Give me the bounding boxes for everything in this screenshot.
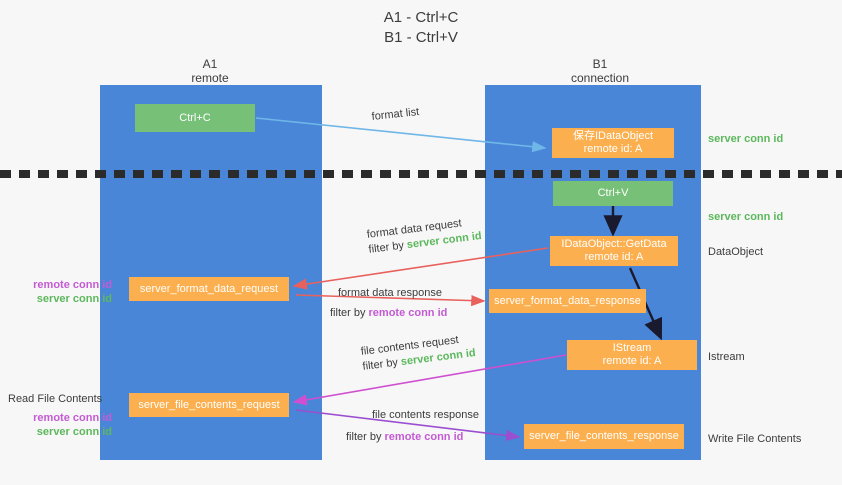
filter-prefix: filter by — [361, 356, 402, 373]
box-keep-idataobject[interactable]: 保存IDataObject remote id: A — [552, 128, 674, 158]
annotation-istream: Istream — [708, 351, 745, 363]
edge-label-format-list-text: format list — [371, 106, 420, 123]
edge-label-file-contents-response-text: file contents response — [372, 409, 480, 421]
box-ctrl-c-label: Ctrl+C — [179, 111, 211, 124]
box-getdata-line1: IDataObject::GetData — [561, 238, 667, 250]
edge-label-file-contents-request: file contents request filter by server c… — [360, 331, 477, 375]
box-keep-idataobject-line2: remote id: A — [583, 143, 643, 155]
box-server-format-data-response-label: server_format_data_response — [494, 294, 641, 307]
edge-label-file-contents-response: file contents response filter by remote … — [346, 408, 480, 445]
title-line-1: A1 - Ctrl+C — [383, 9, 459, 26]
box-ctrl-v[interactable]: Ctrl+V — [553, 181, 673, 206]
edge-label-format-data-response-text: format data response — [338, 287, 442, 299]
box-server-format-data-response[interactable]: server_format_data_response — [489, 289, 646, 313]
box-istream-line2: remote id: A — [602, 355, 662, 367]
edge-label-format-data-request: format data request filter by server con… — [366, 214, 483, 258]
box-getdata-line2: remote id: A — [584, 251, 644, 263]
edge-label-format-data-response-filter: filter by remote conn id — [330, 306, 447, 321]
edge-label-format-data-response: format data response filter by remote co… — [330, 286, 447, 321]
box-istream[interactable]: IStream remote id: A — [567, 340, 697, 370]
box-istream-line1: IStream — [612, 342, 652, 354]
lane-a1-name: A1 — [202, 57, 218, 71]
lane-b1-name: B1 — [592, 57, 608, 71]
filter-prefix: filter by — [330, 307, 369, 319]
annotation-remote-conn-id-2: remote conn id — [33, 412, 112, 424]
box-server-format-data-request-label: server_format_data_request — [139, 282, 279, 295]
lane-header-a1: A1 remote — [130, 57, 290, 85]
lane-b1-sub: connection — [570, 71, 630, 85]
box-server-file-contents-request[interactable]: server_file_contents_request — [129, 393, 289, 417]
edge-label-file-contents-response-filter: filter by remote conn id — [346, 430, 479, 445]
annotation-server-conn-id-top: server conn id — [708, 133, 784, 145]
annotation-left-conn-ids-2: remote conn id server conn id — [8, 411, 112, 439]
box-idataobject-getdata[interactable]: IDataObject::GetData remote id: A — [550, 236, 678, 266]
box-server-format-data-request[interactable]: server_format_data_request — [129, 277, 289, 301]
filter-remote-conn-id: remote conn id — [384, 431, 464, 443]
annotation-remote-conn-id-1: remote conn id — [33, 279, 112, 291]
box-ctrl-v-label: Ctrl+V — [597, 187, 629, 199]
annotation-server-conn-id-2: server conn id — [36, 426, 112, 438]
annotation-left-conn-ids-1: remote conn id server conn id — [8, 278, 112, 306]
clipboard-boundary-divider — [0, 170, 842, 178]
diagram-title: A1 - Ctrl+C B1 - Ctrl+V — [0, 8, 842, 48]
box-keep-idataobject-line1: 保存IDataObject — [572, 130, 654, 142]
box-server-file-contents-response[interactable]: server_file_contents_response — [524, 424, 684, 449]
box-server-file-contents-request-label: server_file_contents_request — [138, 398, 280, 411]
filter-prefix: filter by — [346, 431, 385, 443]
edge-label-format-list: format list — [371, 105, 420, 125]
filter-prefix: filter by — [367, 239, 408, 256]
annotation-server-conn-id-1: server conn id — [36, 293, 112, 305]
annotation-server-conn-id-mid: server conn id — [708, 211, 784, 223]
lane-header-b1: B1 connection — [520, 57, 680, 85]
annotation-dataobject: DataObject — [708, 246, 764, 258]
annotation-write-file-contents: Write File Contents — [708, 433, 802, 445]
lane-a1-sub: remote — [191, 71, 229, 85]
annotation-read-file-contents: Read File Contents — [8, 393, 103, 405]
box-server-file-contents-response-label: server_file_contents_response — [529, 430, 679, 442]
title-line-2: B1 - Ctrl+V — [384, 29, 458, 46]
filter-remote-conn-id: remote conn id — [368, 307, 448, 319]
box-ctrl-c[interactable]: Ctrl+C — [135, 104, 255, 132]
